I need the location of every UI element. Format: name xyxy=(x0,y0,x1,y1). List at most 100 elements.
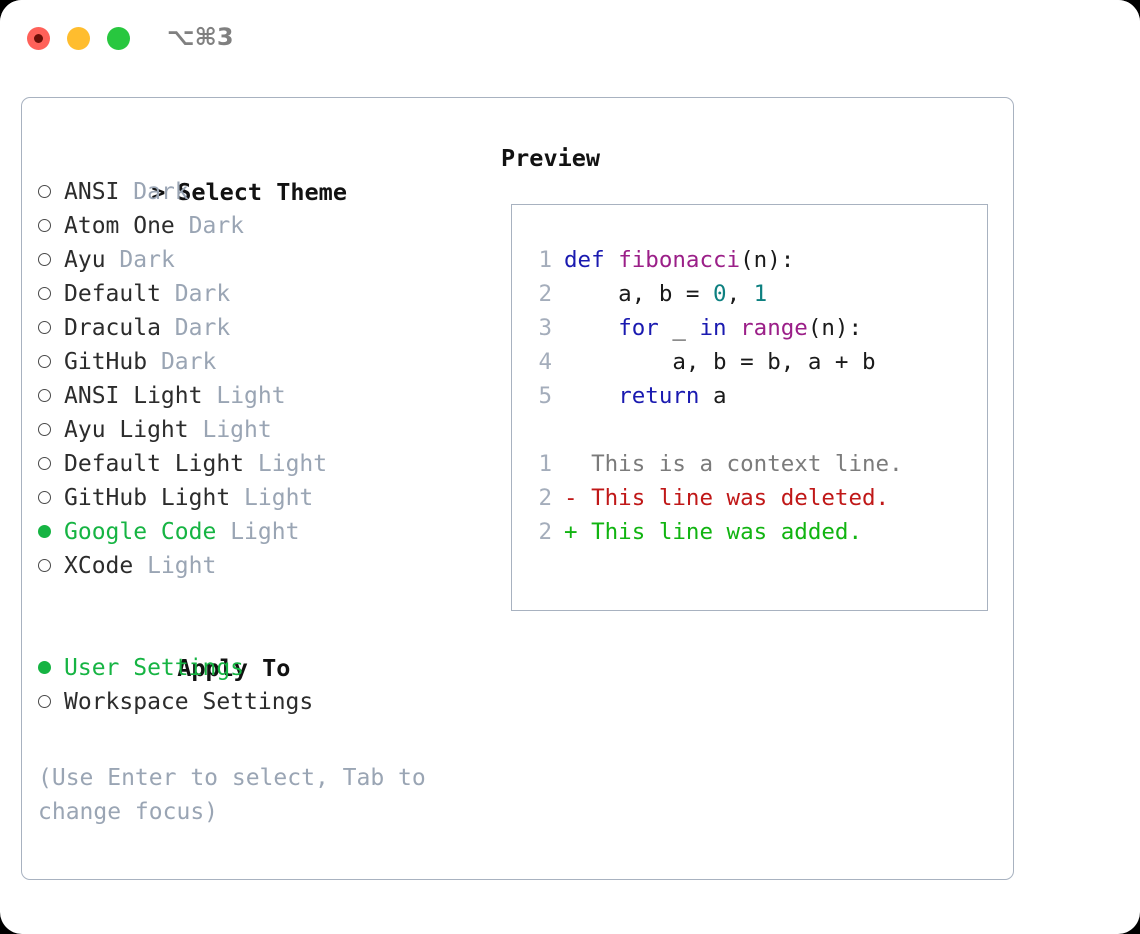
radio-dot xyxy=(38,355,51,368)
theme-list-item[interactable]: Dracula Dark xyxy=(38,311,483,345)
theme-list-item[interactable]: Atom One Dark xyxy=(38,209,483,243)
code-token: (n): xyxy=(807,315,863,341)
code-token: for xyxy=(618,315,659,341)
preview-title: Preview xyxy=(501,144,601,172)
code-token: a, b = b, a + b xyxy=(564,349,876,375)
theme-variant-tag: Light xyxy=(257,451,328,477)
theme-list-item[interactable]: GitHub Light Light xyxy=(38,481,483,515)
line-number: 5 xyxy=(538,383,552,409)
theme-list-item[interactable]: GitHub Dark xyxy=(38,345,483,379)
theme-list-item[interactable]: XCode Light xyxy=(38,549,483,583)
theme-variant-tag: Light xyxy=(147,553,217,579)
radio-unselected-icon[interactable] xyxy=(38,277,64,311)
radio-unselected-icon[interactable] xyxy=(38,243,64,277)
theme-variant-tag: Dark xyxy=(174,281,231,307)
code-token: , xyxy=(726,281,754,307)
theme-list-item[interactable]: Default Light Light xyxy=(38,447,483,481)
theme-list-item[interactable]: Google Code Light xyxy=(38,515,483,549)
theme-name-label: Default Light xyxy=(64,451,245,477)
radio-unselected-icon[interactable] xyxy=(38,345,64,379)
theme-list-item[interactable]: ANSI Light Light xyxy=(38,379,483,413)
diff-line: 2+ This line was added. xyxy=(526,515,903,549)
theme-list-item[interactable]: Ayu Light Light xyxy=(38,413,483,447)
radio-selected-icon[interactable] xyxy=(38,651,64,685)
radio-unselected-icon[interactable] xyxy=(38,175,64,209)
theme-variant-tag: Light xyxy=(230,519,300,545)
theme-name-label: Default xyxy=(64,281,161,307)
theme-variant-tag: Dark xyxy=(188,213,245,239)
radio-unselected-icon[interactable] xyxy=(38,549,64,583)
code-token: return xyxy=(618,383,700,409)
line-number: 4 xyxy=(538,349,552,375)
code-line: 4 a, b = b, a + b xyxy=(526,345,903,379)
radio-unselected-icon[interactable] xyxy=(38,413,64,447)
code-token: 0 xyxy=(713,281,727,307)
code-line: 3 for _ in range(n): xyxy=(526,311,903,345)
theme-name-label: GitHub xyxy=(64,349,148,375)
close-button[interactable] xyxy=(27,27,50,50)
code-token xyxy=(727,315,741,341)
radio-unselected-icon[interactable] xyxy=(38,311,64,345)
radio-dot xyxy=(38,253,51,266)
theme-list-item[interactable]: ANSI Dark xyxy=(38,175,483,209)
minimize-button[interactable] xyxy=(67,27,90,50)
theme-name-label: GitHub Light xyxy=(64,485,231,511)
apply-to-item[interactable]: User Settings xyxy=(38,651,483,685)
section-spacer xyxy=(38,583,483,617)
radio-unselected-icon[interactable] xyxy=(38,685,64,719)
select-theme-header: > Select Theme xyxy=(38,141,483,206)
theme-list-item[interactable]: Ayu Dark xyxy=(38,243,483,277)
radio-dot xyxy=(38,287,51,300)
theme-name-label: Atom One xyxy=(64,213,175,239)
radio-unselected-icon[interactable] xyxy=(38,379,64,413)
theme-variant-tag: Light xyxy=(216,383,286,409)
apply-to-label: Workspace Settings xyxy=(64,689,314,715)
radio-selected-icon[interactable] xyxy=(38,515,64,549)
line-number: 3 xyxy=(538,315,552,341)
radio-dot xyxy=(38,695,51,708)
apply-to-header-label: Apply To xyxy=(177,654,291,682)
apply-to-header: Apply To xyxy=(38,617,483,682)
theme-name-label: Ayu xyxy=(64,247,106,273)
diff-line-text: - This line was deleted. xyxy=(564,485,890,511)
radio-dot xyxy=(38,457,51,470)
code-token: range xyxy=(740,315,808,341)
radio-unselected-icon[interactable] xyxy=(38,209,64,243)
title-bar: ⌥⌘3 xyxy=(0,0,1140,78)
code-token: a, b = xyxy=(564,281,714,307)
diff-line-text: + This line was added. xyxy=(564,519,863,545)
theme-variant-tag: Dark xyxy=(160,349,217,375)
code-diff-separator xyxy=(526,413,903,447)
code-token xyxy=(564,383,618,409)
radio-unselected-icon[interactable] xyxy=(38,447,64,481)
radio-dot xyxy=(38,525,51,538)
theme-list-item[interactable]: Default Dark xyxy=(38,277,483,311)
radio-dot xyxy=(38,423,51,436)
caret-icon: > xyxy=(151,178,166,206)
radio-dot xyxy=(38,389,51,402)
line-number: 2 xyxy=(538,281,552,307)
maximize-button[interactable] xyxy=(107,27,130,50)
code-token: def xyxy=(564,247,619,273)
code-token xyxy=(564,315,618,341)
theme-variant-tag: Dark xyxy=(119,247,175,273)
theme-name-label: Ayu Light xyxy=(64,417,189,443)
code-token: a xyxy=(699,383,727,409)
diff-line-text: This is a context line. xyxy=(564,451,903,477)
apply-to-item[interactable]: Workspace Settings xyxy=(38,685,483,719)
theme-name-label: XCode xyxy=(64,553,134,579)
radio-unselected-icon[interactable] xyxy=(38,481,64,515)
theme-name-label: ANSI xyxy=(64,179,120,205)
code-token: fibonacci xyxy=(618,247,741,273)
line-number: 1 xyxy=(538,247,552,273)
select-theme-header-label: Select Theme xyxy=(177,178,347,206)
radio-dot xyxy=(38,185,51,198)
